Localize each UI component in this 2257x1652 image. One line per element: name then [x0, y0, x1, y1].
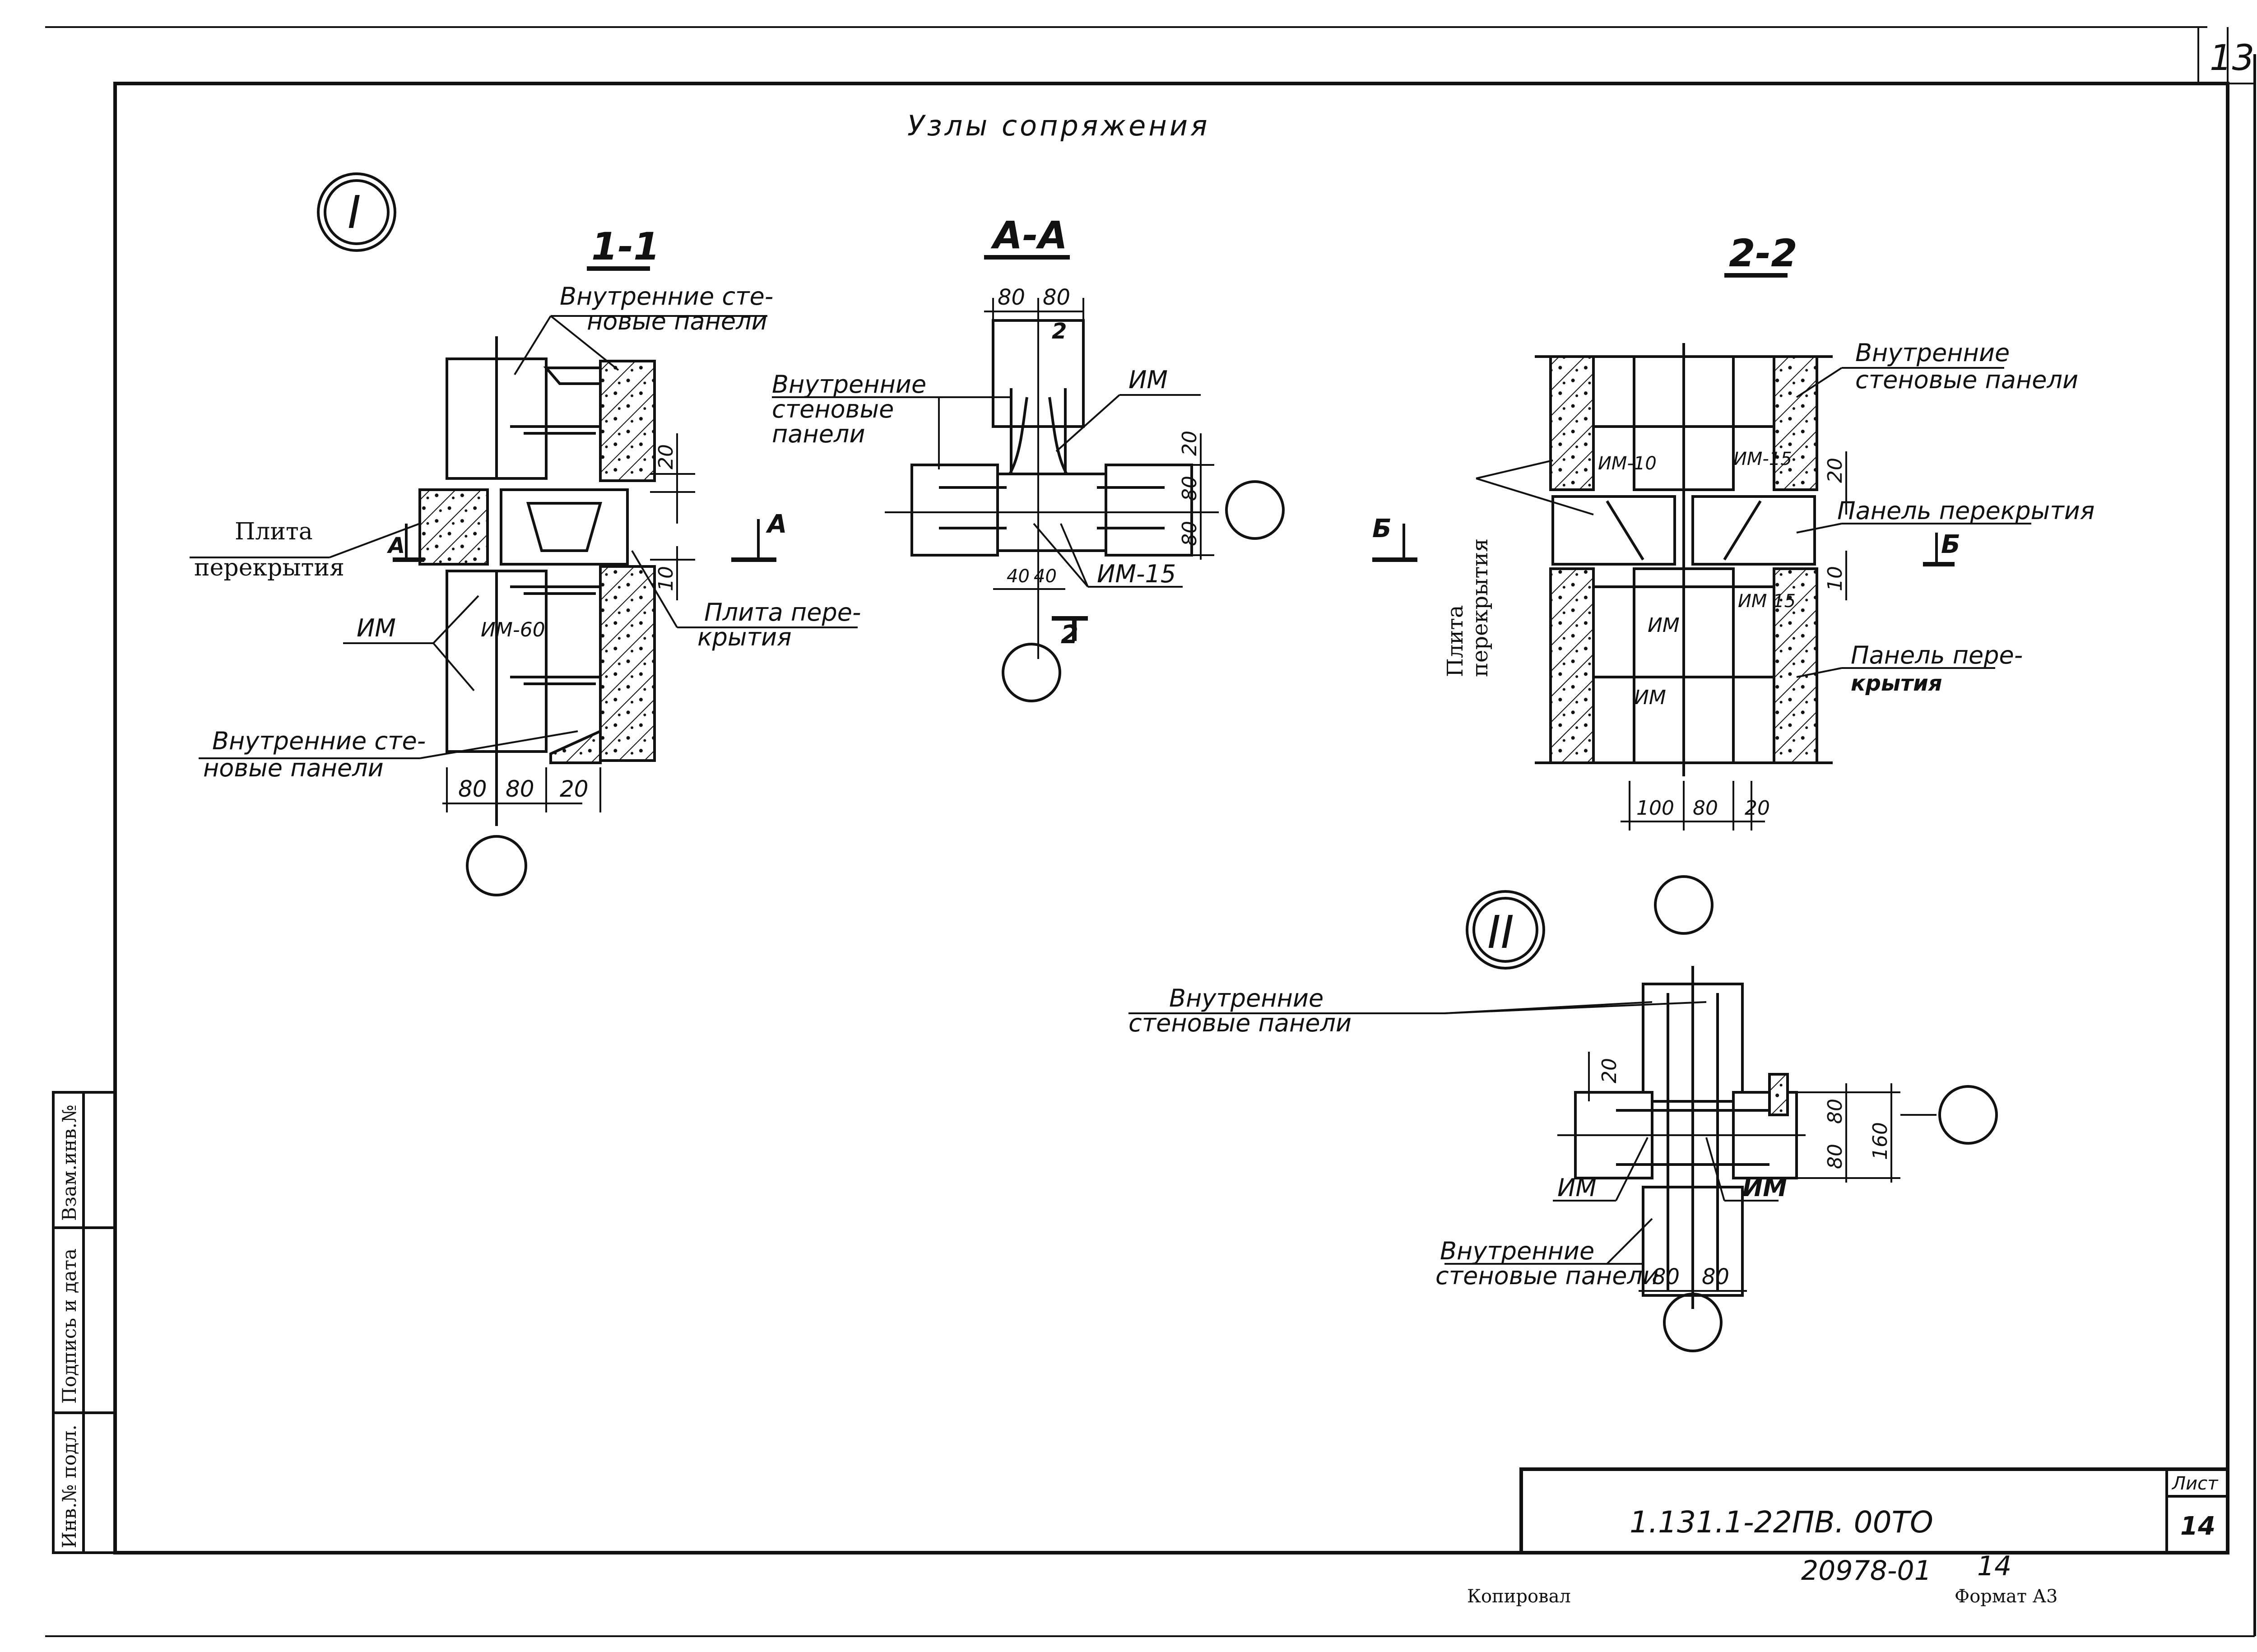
nII-dim-80b: 80: [1824, 1144, 1847, 1169]
stamp-signature-date: Подпись и дата: [58, 1248, 80, 1404]
saa-cut-2-top: 2: [1052, 319, 1067, 344]
section-1-1: 1-1: [190, 224, 858, 896]
s22-label-im10: ИМ-10: [1598, 453, 1657, 474]
s22-label-floor-panel-1: Панель перекрытия: [1837, 497, 2094, 525]
s22-label-floor-panel-2a: Панель пере-: [1851, 641, 2023, 669]
nII-label-panels-top-1: Внутренние: [1169, 984, 1324, 1012]
nII-dim-80-right: 80: [1702, 1264, 1729, 1290]
s11-dim-20-top: 20: [655, 444, 678, 469]
page-title: Узлы сопряжения: [907, 109, 1210, 142]
nII-label-im-left: ИМ: [1557, 1174, 1597, 1202]
s11-label-panels-bottom-2: новые панели: [203, 754, 384, 782]
sheet-frame: [45, 26, 2256, 1637]
s22-label-im15a: ИМ-15: [1733, 449, 1792, 469]
format-label: Формат А3: [1955, 1586, 2057, 1607]
saa-dim-80b: 80: [1043, 285, 1070, 310]
s11-label-slab-right-1: Плита пере-: [704, 598, 861, 626]
s11-label-panels-top-2: новые панели: [587, 307, 767, 335]
node-II-drawing: [1128, 966, 1998, 1352]
s11-label-panels-bottom-1: Внутренние сте-: [212, 727, 426, 755]
nII-dim-80-left: 80: [1652, 1264, 1680, 1290]
nII-dim-160: 160: [1869, 1122, 1892, 1160]
copied-label: Копировал: [1467, 1586, 1571, 1607]
s11-cut-a-right: А: [766, 510, 787, 539]
s22-label-slab-2: перекрытия: [1468, 538, 1493, 677]
s11-label-panels-top-1: Внутренние сте-: [560, 282, 773, 311]
saa-label-im: ИМ: [1128, 366, 1168, 394]
s11-label-slab-left-1: Плита: [235, 518, 313, 545]
inventory-page: 14: [1977, 1550, 2011, 1582]
s22-label-slab-1: Плита: [1443, 605, 1468, 677]
s11-dim-20-bottom: 20: [560, 776, 589, 802]
node-I-marker: I: [317, 172, 396, 252]
saa-dim-20: 20: [1178, 431, 1201, 456]
s22-dim-10: 10: [1824, 566, 1847, 591]
svg-text:I: I: [348, 186, 361, 239]
s22-label-im: ИМ: [1648, 614, 1680, 637]
nII-dim-20: 20: [1598, 1058, 1621, 1083]
s22-label-panels-1: Внутренние: [1855, 339, 2010, 367]
s11-dim-10: 10: [655, 566, 678, 591]
saa-dim-80b-right: 80: [1178, 521, 1201, 546]
inventory-number: 20978-01: [1801, 1555, 1932, 1587]
saa-dim-40b: 40: [1034, 566, 1057, 587]
nII-label-panels-bottom-2: стеновые панели: [1435, 1262, 1658, 1290]
s22-label-panels-2: стеновые панели: [1855, 366, 2078, 394]
saa-label-panels-2: стеновые: [772, 395, 894, 423]
stamp-original-inv: Инв.№ подл.: [58, 1425, 80, 1548]
svg-text:II: II: [1487, 906, 1514, 959]
s11-label-slab-left-2: перекрытия: [194, 554, 344, 581]
s11-label-slab-right-2: крытия: [697, 623, 792, 651]
stamp-replacement-inv: Взам.инв.№: [58, 1104, 80, 1221]
side-stamp: Взам.инв.№ Подпись и дата Инв.№ подл.: [52, 1091, 116, 1554]
s11-cut-a-left: А: [386, 533, 405, 558]
nII-label-panels-bottom-1: Внутренние: [1440, 1237, 1594, 1265]
section-a-a-title: А-А: [990, 213, 1068, 257]
s11-label-im: ИМ: [357, 614, 396, 642]
list-number: 14: [2180, 1512, 2215, 1541]
s22-dim-20: 20: [1824, 458, 1847, 483]
s22-dim-100: 100: [1636, 797, 1674, 820]
nII-label-panels-top-2: стеновые панели: [1128, 1009, 1351, 1037]
s22-label-im15b: ИМ 15: [1738, 591, 1796, 612]
corner-sheet-number: 13: [2210, 38, 2254, 79]
s22-dim-80: 80: [1693, 797, 1718, 820]
saa-dim-80a: 80: [998, 285, 1025, 310]
s22-label-im-lower: ИМ: [1634, 686, 1666, 709]
list-label: Лист: [2171, 1473, 2219, 1494]
title-block: [1519, 1467, 2229, 1555]
saa-label-panels-1: Внутренние: [772, 370, 926, 399]
s11-dim-80b: 80: [506, 776, 534, 802]
s22-cut-b-left: Б: [1372, 514, 1392, 543]
saa-dim-40a: 40: [1007, 566, 1030, 587]
s22-label-floor-panel-2b: крытия: [1851, 671, 1942, 696]
node-II-marker: II: [1466, 890, 1545, 970]
saa-label-im15: ИМ-15: [1097, 560, 1176, 588]
nII-label-im-right: ИМ: [1742, 1174, 1787, 1202]
saa-label-panels-3: панели: [772, 420, 865, 448]
saa-cut-2-bottom: 2: [1061, 620, 1078, 650]
nII-dim-80a: 80: [1824, 1099, 1847, 1124]
section-1-1-title: 1-1: [591, 224, 660, 269]
saa-dim-80a-right: 80: [1178, 476, 1201, 501]
section-a-a: А-А: [772, 213, 1285, 702]
section-2-2-title: 2-2: [1729, 231, 1797, 275]
document-code: 1.131.1-22ПВ. 00ТО: [1630, 1505, 1933, 1540]
s11-label-im60: ИМ-60: [481, 618, 545, 641]
s11-dim-80a: 80: [458, 776, 487, 802]
s22-cut-b-right: Б: [1941, 530, 1960, 559]
section-2-2: 2-2: [1372, 231, 2031, 935]
s22-dim-20-bottom: 20: [1745, 797, 1770, 820]
